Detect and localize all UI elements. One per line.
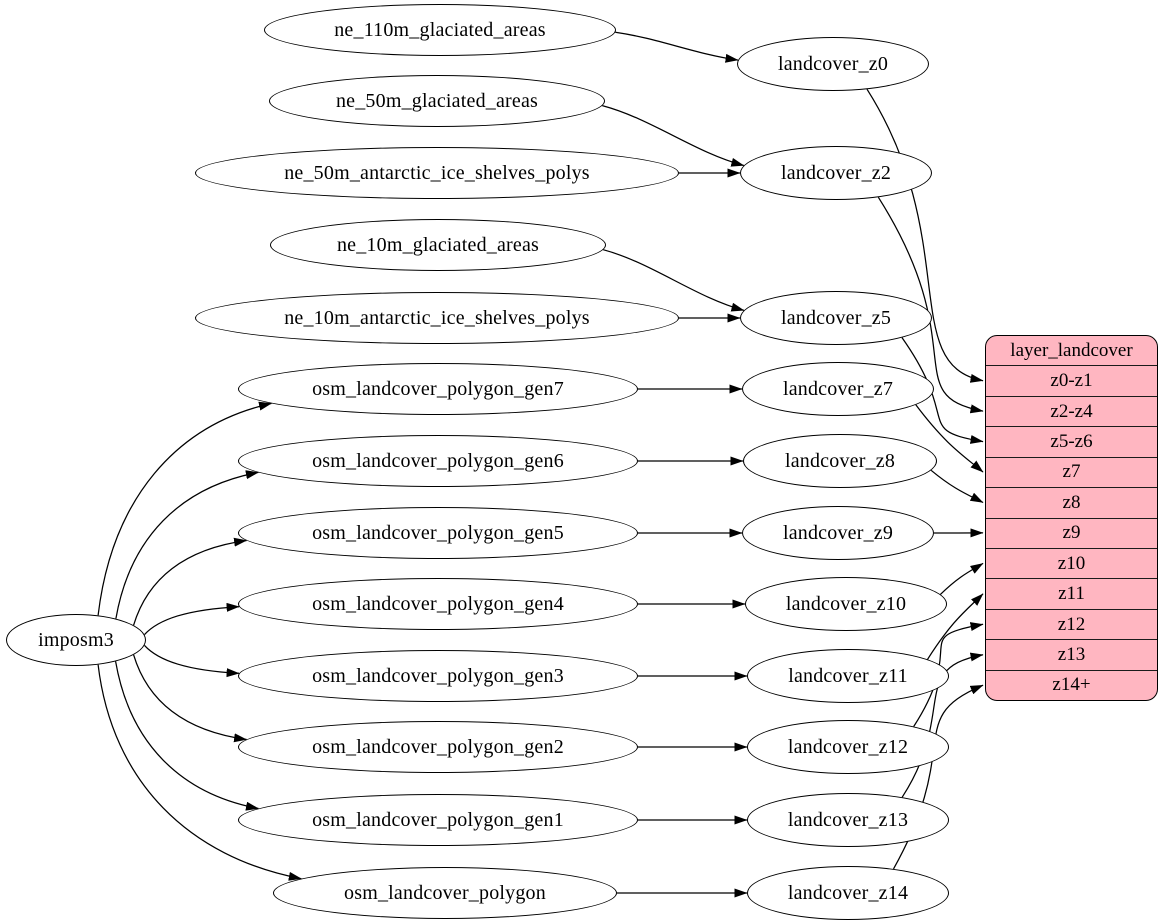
- graph-node-osm_landcover_polygon_gen1: osm_landcover_polygon_gen1: [238, 794, 638, 846]
- table-row-z12: z12: [986, 608, 1157, 639]
- graph-node-label: landcover_z5: [780, 306, 892, 329]
- graph-node-label: osm_landcover_polygon_gen3: [312, 664, 564, 687]
- graph-node-label: landcover_z10: [785, 592, 907, 615]
- graph-node-label: osm_landcover_polygon_gen1: [312, 808, 564, 831]
- graph-node-osm_landcover_polygon_gen2: osm_landcover_polygon_gen2: [238, 721, 638, 773]
- table-row-z13: z13: [986, 639, 1157, 669]
- graph-node-label: osm_landcover_polygon: [344, 881, 546, 904]
- edge-imposm3-to-osm_landcover_polygon_gen2: [133, 654, 248, 743]
- graph-node-label: landcover_z14: [787, 881, 909, 904]
- graph-node-label: osm_landcover_polygon_gen7: [312, 377, 564, 400]
- graph-node-label: ne_50m_glaciated_areas: [335, 89, 539, 112]
- edge-imposm3-to-osm_landcover_polygon_gen1: [114, 661, 259, 811]
- table-row-z8: z8: [986, 487, 1157, 517]
- table-row-z0-z1: z0-z1: [986, 365, 1157, 395]
- graph-node-osm_landcover_polygon: osm_landcover_polygon: [273, 867, 617, 919]
- edge-landcover_z12-to-layer_landcover-z12: [913, 622, 984, 727]
- edge-imposm3-to-osm_landcover_polygon_gen3: [144, 644, 240, 678]
- edge-landcover_z8-to-layer_landcover-z8: [930, 469, 984, 504]
- layer-landcover-table: layer_landcover z0-z1 z2-z4 z5-z6 z7 z8 …: [985, 335, 1158, 701]
- graph-node-label: osm_landcover_polygon_gen5: [312, 521, 564, 544]
- graph-node-label: landcover_z8: [784, 449, 896, 472]
- edge-landcover_z7-to-layer_landcover-z7: [915, 404, 984, 473]
- edge-ne_50m_glaciated_areas-to-landcover_z2: [602, 104, 745, 167]
- edge-imposm3-to-osm_landcover_polygon_gen5: [133, 537, 248, 626]
- table-row-z10: z10: [986, 547, 1157, 578]
- graph-node-ne_50m_glaciated_areas: ne_50m_glaciated_areas: [269, 75, 605, 127]
- graph-node-landcover_z13: landcover_z13: [747, 793, 949, 847]
- graph-node-label: ne_10m_antarctic_ice_shelves_polys: [284, 306, 590, 329]
- graph-node-label: osm_landcover_polygon_gen6: [312, 449, 564, 472]
- graph-node-imposm3: imposm3: [6, 614, 146, 666]
- edge-imposm3-to-osm_landcover_polygon: [97, 664, 302, 881]
- graph-node-osm_landcover_polygon_gen5: osm_landcover_polygon_gen5: [238, 507, 638, 559]
- graph-node-landcover_z2: landcover_z2: [740, 146, 932, 200]
- graph-node-label: landcover_z7: [782, 377, 894, 400]
- graph-node-label: ne_110m_glaciated_areas: [334, 18, 546, 41]
- graph-node-label: landcover_z11: [788, 664, 908, 687]
- edge-imposm3-to-osm_landcover_polygon_gen6: [115, 470, 259, 619]
- graph-node-label: ne_50m_antarctic_ice_shelves_polys: [284, 161, 590, 184]
- graph-node-ne_10m_glaciated_areas: ne_10m_glaciated_areas: [270, 219, 606, 271]
- graph-node-landcover_z8: landcover_z8: [743, 434, 937, 488]
- graph-node-label: landcover_z2: [780, 161, 892, 184]
- edge-landcover_z13-to-layer_landcover-z13: [901, 652, 984, 798]
- edge-landcover_z10-to-layer_landcover-z10: [939, 562, 984, 595]
- edge-imposm3-to-osm_landcover_polygon_gen4: [144, 602, 240, 636]
- edge-landcover_z11-to-layer_landcover-z11: [926, 593, 984, 660]
- graph-node-label: landcover_z9: [782, 521, 894, 544]
- edge-ne_10m_glaciated_areas-to-landcover_z5: [603, 249, 745, 312]
- edge-imposm3-to-osm_landcover_polygon_gen7: [97, 401, 272, 616]
- graph-node-label: landcover_z0: [777, 52, 889, 75]
- graph-node-label: landcover_z13: [787, 808, 909, 831]
- graph-node-label: ne_10m_glaciated_areas: [336, 233, 540, 256]
- table-row-z14plus: z14+: [986, 669, 1157, 700]
- table-row-z2-z4: z2-z4: [986, 395, 1157, 426]
- graph-node-landcover_z7: landcover_z7: [742, 362, 934, 416]
- graph-node-ne_50m_antarctic_ice_shelves_polys: ne_50m_antarctic_ice_shelves_polys: [195, 147, 679, 199]
- graph-node-osm_landcover_polygon_gen6: osm_landcover_polygon_gen6: [238, 435, 638, 487]
- table-title: layer_landcover: [1010, 339, 1133, 361]
- edge-landcover_z2-to-layer_landcover-z2-z4: [877, 196, 984, 414]
- graph-node-label: imposm3: [38, 628, 114, 651]
- graph-node-landcover_z0: landcover_z0: [737, 37, 929, 91]
- graph-node-landcover_z9: landcover_z9: [742, 506, 934, 560]
- graph-node-label: osm_landcover_polygon_gen2: [312, 735, 564, 758]
- graph-node-osm_landcover_polygon_gen7: osm_landcover_polygon_gen7: [238, 363, 638, 415]
- table-row-z9: z9: [986, 517, 1157, 548]
- graph-node-ne_110m_glaciated_areas: ne_110m_glaciated_areas: [264, 4, 616, 56]
- graph-node-landcover_z11: landcover_z11: [747, 649, 949, 703]
- table-row-z5-z6: z5-z6: [986, 426, 1157, 456]
- edge-landcover_z5-to-layer_landcover-z5-z6: [901, 337, 984, 444]
- graph-node-label: landcover_z12: [787, 735, 909, 758]
- graph-node-landcover_z14: landcover_z14: [747, 866, 949, 920]
- graph-node-landcover_z12: landcover_z12: [747, 720, 949, 774]
- table-row-z11: z11: [986, 578, 1157, 608]
- graph-node-landcover_z5: landcover_z5: [740, 291, 932, 345]
- graph-node-landcover_z10: landcover_z10: [745, 577, 947, 631]
- edge-landcover_z0-to-layer_landcover-z0-z1: [866, 88, 984, 383]
- graph-node-osm_landcover_polygon_gen4: osm_landcover_polygon_gen4: [238, 578, 638, 630]
- graph-node-osm_landcover_polygon_gen3: osm_landcover_polygon_gen3: [238, 650, 638, 702]
- graph-node-label: osm_landcover_polygon_gen4: [312, 592, 564, 615]
- graph-node-ne_10m_antarctic_ice_shelves_polys: ne_10m_antarctic_ice_shelves_polys: [195, 292, 679, 344]
- table-row-z7: z7: [986, 456, 1157, 487]
- edge-ne_110m_glaciated_areas-to-landcover_z0: [615, 31, 739, 63]
